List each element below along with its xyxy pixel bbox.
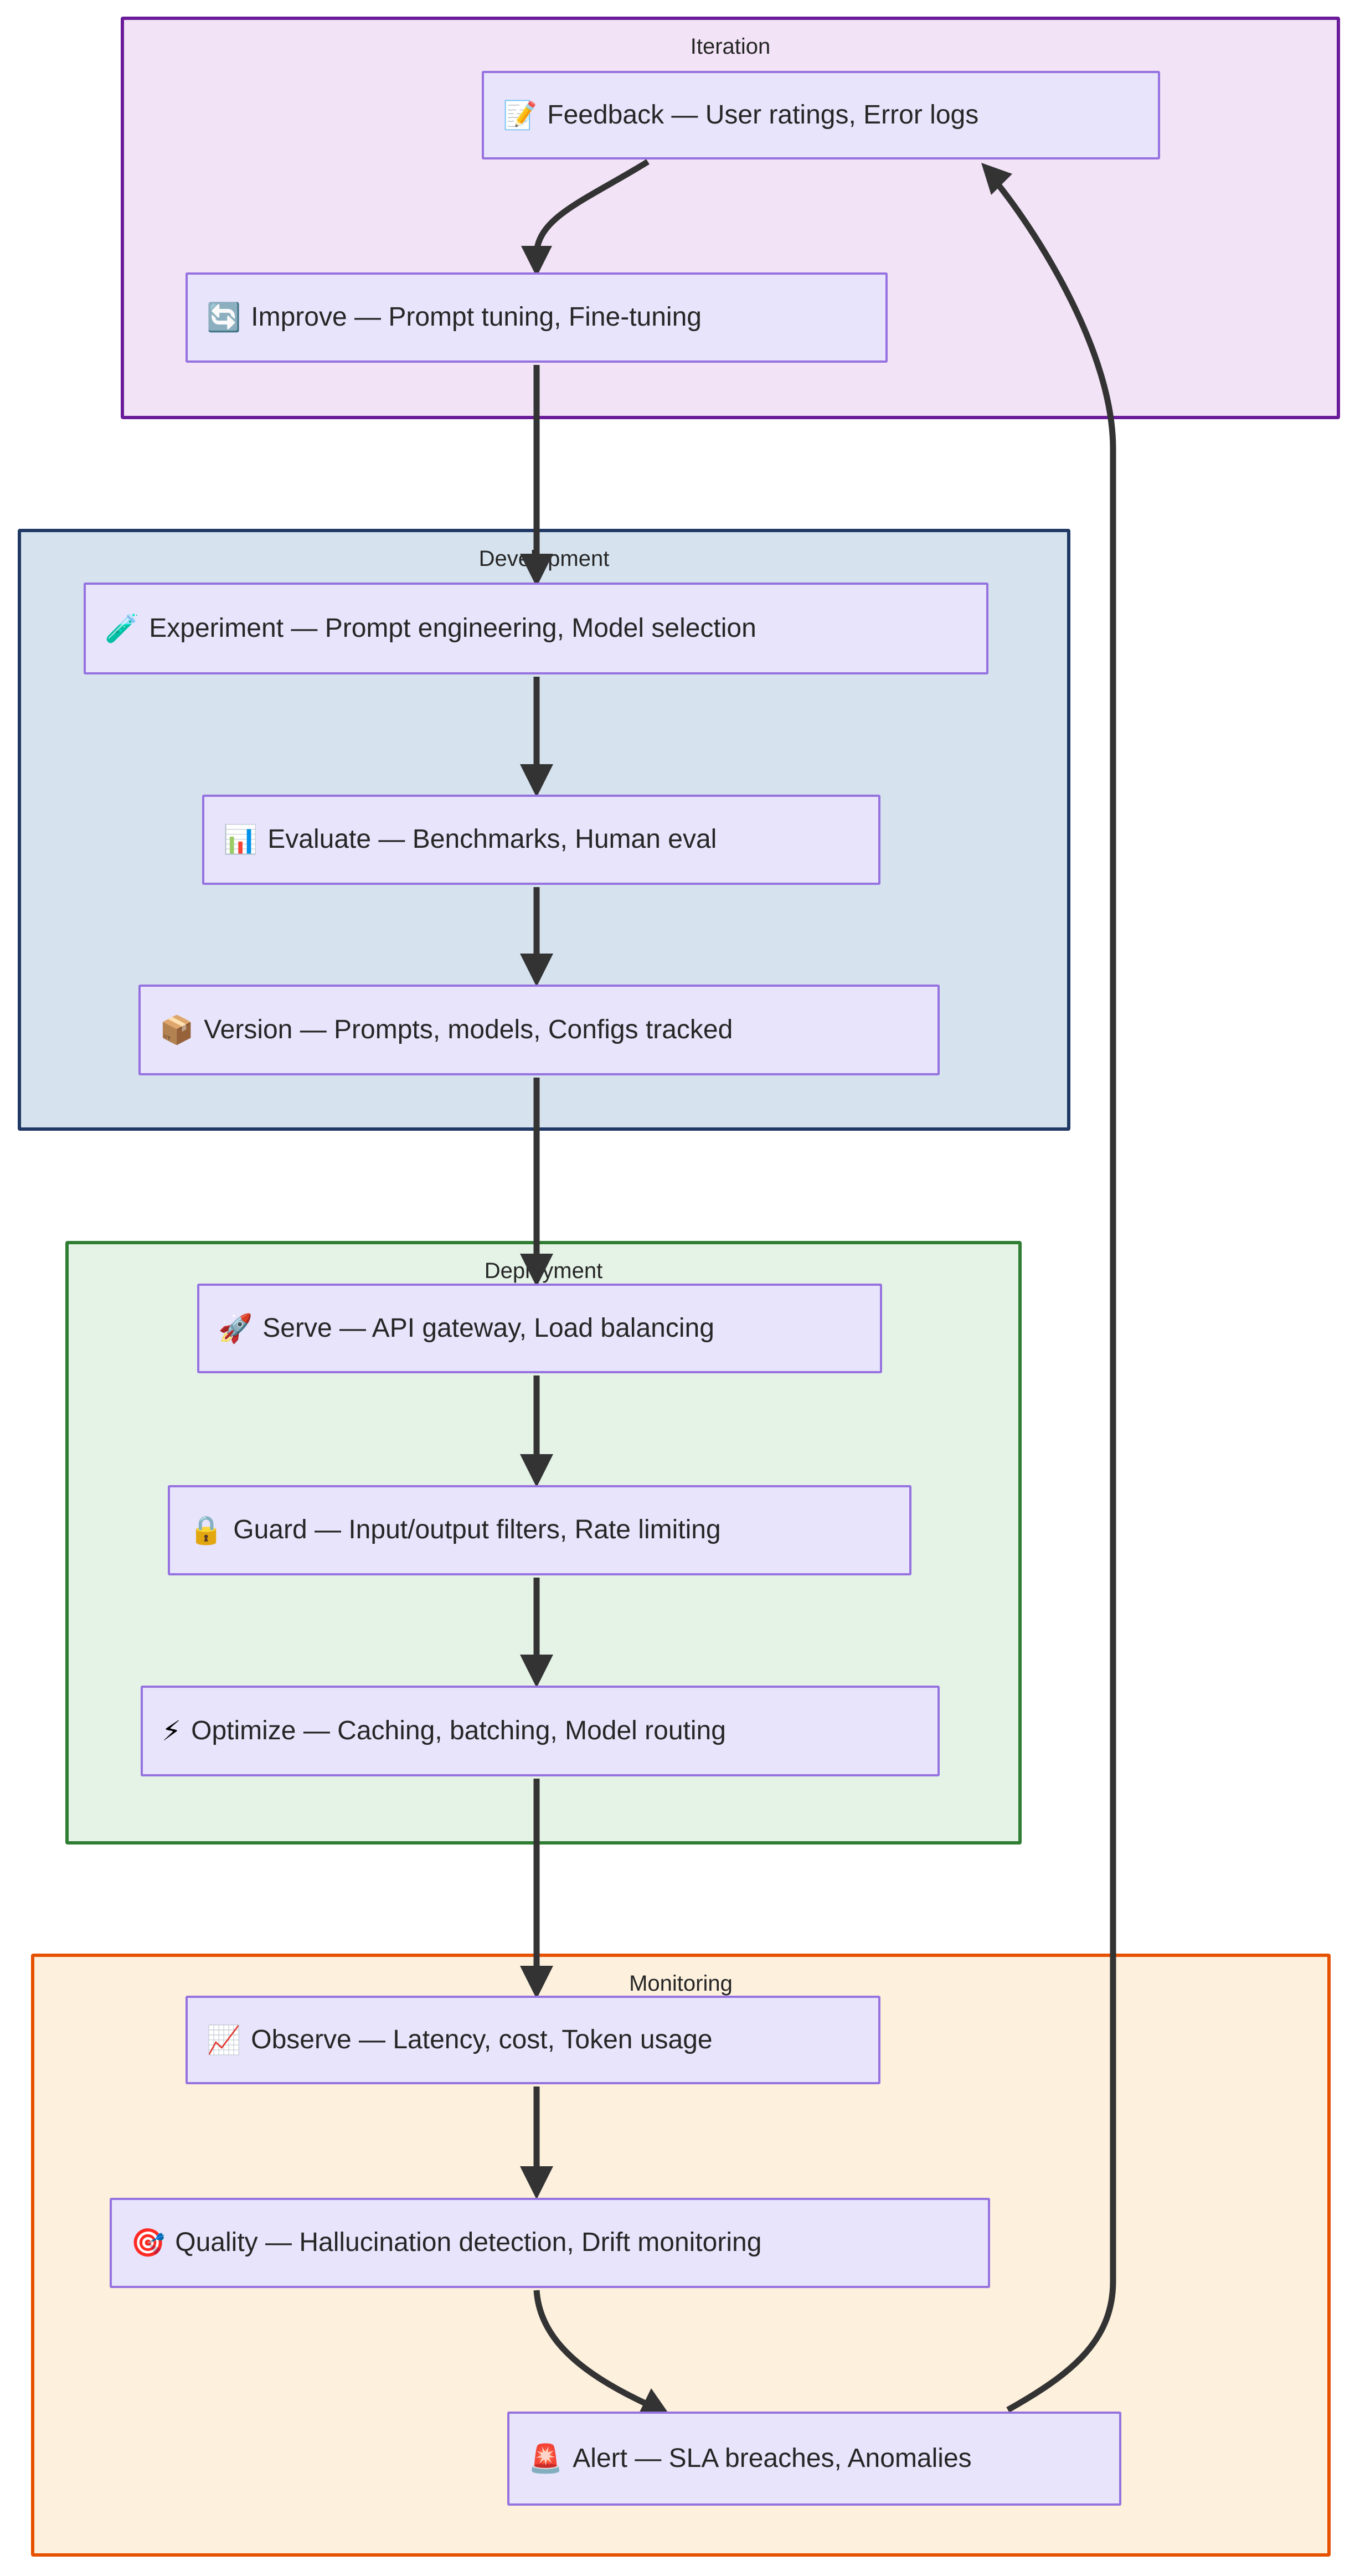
node-improve[interactable]: 🔄 Improve — Prompt tuning, Fine-tuning (186, 272, 888, 363)
bullseye-target-icon: 🎯 (131, 2227, 166, 2259)
node-label-evaluate: Evaluate — Benchmarks, Human eval (267, 825, 717, 854)
node-guard[interactable]: 🔒 Guard — Input/output filters, Rate lim… (168, 1485, 911, 1575)
node-version[interactable]: 📦 Version — Prompts, models, Configs tra… (138, 985, 940, 1075)
rotating-light-icon: 🚨 (528, 2442, 563, 2475)
node-label-feedback: Feedback — User ratings, Error logs (547, 100, 979, 130)
node-label-improve: Improve — Prompt tuning, Fine-tuning (251, 302, 702, 332)
cluster-title-development: Development (478, 547, 610, 571)
lock-icon: 🔒 (189, 1514, 224, 1547)
node-serve[interactable]: 🚀 Serve — API gateway, Load balancing (197, 1284, 882, 1373)
node-label-experiment: Experiment — Prompt engineering, Model s… (149, 613, 756, 643)
chart-increasing-icon: 📈 (207, 2023, 241, 2056)
node-optimize[interactable]: ⚡ Optimize — Caching, batching, Model ro… (141, 1686, 940, 1776)
package-box-icon: 📦 (159, 1013, 194, 1046)
cluster-title-monitoring: Monitoring (629, 1971, 733, 1996)
bar-chart-icon: 📊 (223, 823, 258, 856)
recycle-arrows-icon: 🔄 (207, 301, 241, 334)
memo-icon: 📝 (503, 99, 538, 131)
node-label-observe: Observe — Latency, cost, Token usage (251, 2024, 713, 2054)
node-observe[interactable]: 📈 Observe — Latency, cost, Token usage (186, 1996, 880, 2084)
cluster-title-deployment: Deployment (484, 1259, 603, 1283)
node-label-alert: Alert — SLA breaches, Anomalies (573, 2443, 972, 2473)
node-feedback[interactable]: 📝 Feedback — User ratings, Error logs (482, 71, 1160, 159)
node-label-optimize: Optimize — Caching, batching, Model rout… (191, 1715, 726, 1745)
node-label-quality: Quality — Hallucination detection, Drift… (175, 2228, 762, 2258)
node-label-guard: Guard — Input/output filters, Rate limit… (233, 1515, 721, 1545)
node-label-serve: Serve — API gateway, Load balancing (262, 1313, 714, 1343)
test-tube-icon: 🧪 (105, 612, 140, 645)
node-label-version: Version — Prompts, models, Configs track… (204, 1014, 733, 1044)
node-experiment[interactable]: 🧪 Experiment — Prompt engineering, Model… (84, 583, 988, 674)
node-quality[interactable]: 🎯 Quality — Hallucination detection, Dri… (110, 2198, 990, 2288)
node-alert[interactable]: 🚨 Alert — SLA breaches, Anomalies (507, 2412, 1121, 2506)
cluster-title-iteration: Iteration (690, 34, 771, 59)
node-evaluate[interactable]: 📊 Evaluate — Benchmarks, Human eval (202, 795, 880, 885)
lightning-bolt-icon: ⚡ (162, 1714, 182, 1747)
rocket-icon: 🚀 (218, 1312, 253, 1344)
